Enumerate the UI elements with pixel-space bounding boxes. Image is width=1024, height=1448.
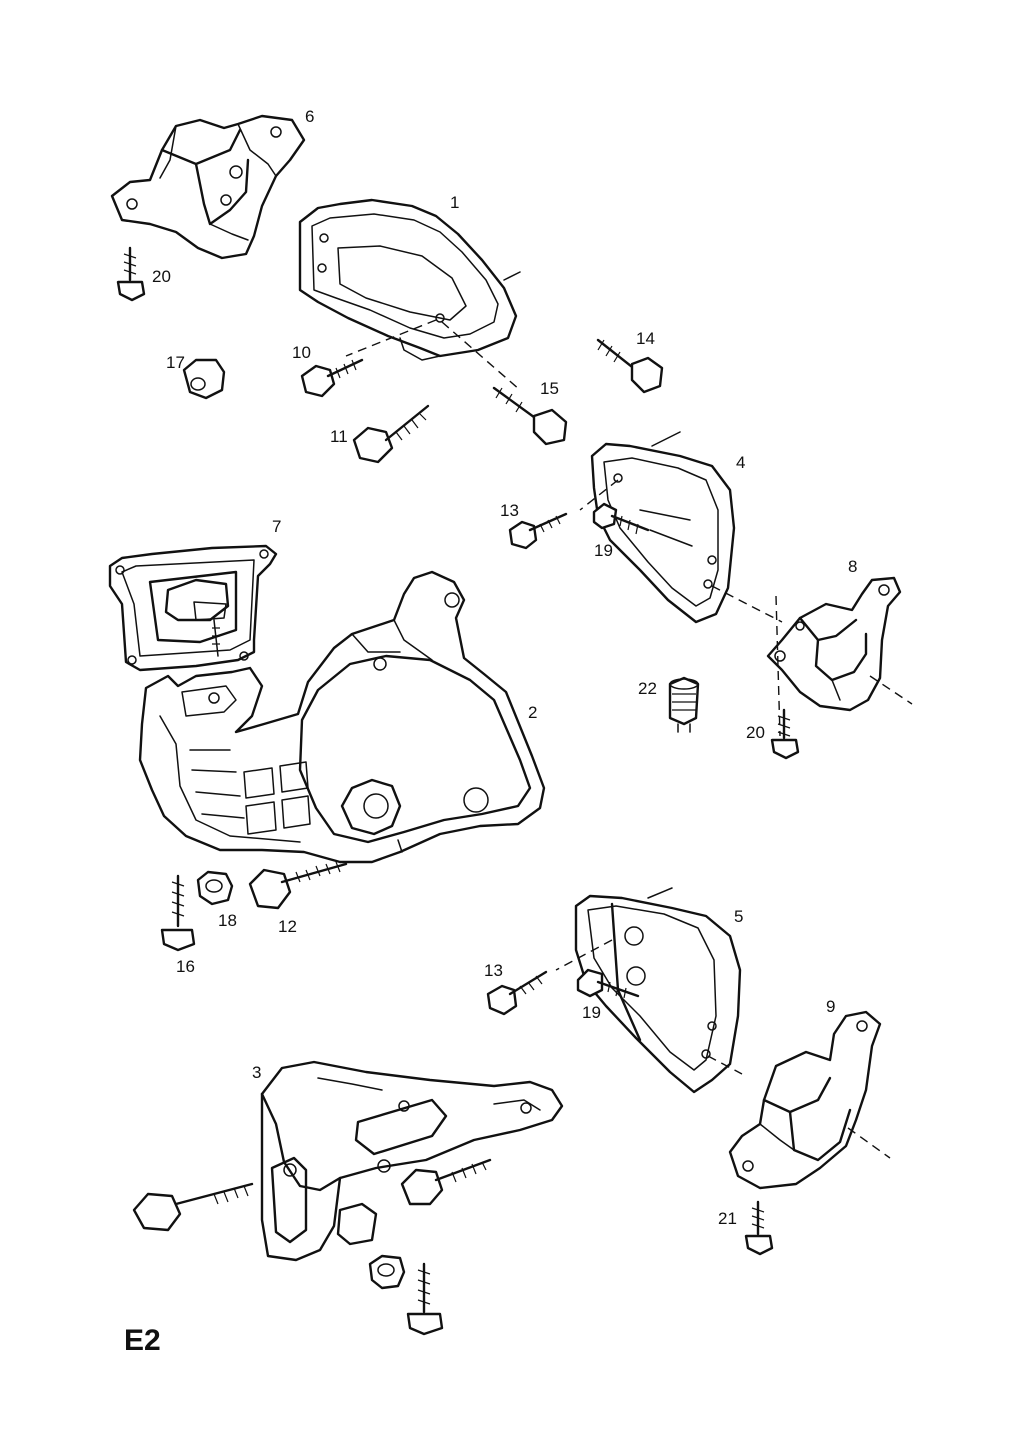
callout-18: 18 — [218, 911, 237, 930]
callout-19-lower: 19 — [582, 1003, 601, 1022]
part-4-bolt-axis-a — [579, 479, 619, 511]
callout-15: 15 — [540, 379, 559, 398]
part-13-bolt-lower[interactable] — [486, 970, 548, 1016]
part-4-side-bracket[interactable] — [590, 431, 736, 624]
callout-4: 4 — [736, 453, 745, 472]
part-3-medium-bolt[interactable] — [400, 1158, 492, 1206]
part-3-lower-bracket[interactable] — [260, 1060, 564, 1262]
part-16-bolt[interactable] — [160, 874, 196, 952]
part-8-bolt-axis — [775, 595, 781, 737]
part-2-gearbox-bracket[interactable] — [138, 570, 546, 864]
callout-20-right: 20 — [746, 723, 765, 742]
part-20-screw-upper[interactable] — [116, 246, 146, 302]
callout-7: 7 — [272, 517, 281, 536]
callout-14: 14 — [636, 329, 655, 348]
callout-22: 22 — [638, 679, 657, 698]
callout-17: 17 — [166, 353, 185, 372]
callout-19-upper: 19 — [594, 541, 613, 560]
part-19-bolt-upper[interactable] — [592, 502, 650, 535]
part-9-mount[interactable] — [728, 1010, 882, 1190]
callout-1: 1 — [450, 193, 459, 212]
callout-16: 16 — [176, 957, 195, 976]
part-1-mount-bracket[interactable] — [298, 198, 521, 361]
callout-13-lower: 13 — [484, 961, 503, 980]
callout-13-upper: 13 — [500, 501, 519, 520]
part-20-screw-right[interactable] — [770, 708, 800, 760]
part-1-bolt-axis-b — [441, 321, 521, 391]
part-2-rib-grid — [243, 761, 311, 835]
part-3-nut[interactable] — [368, 1254, 406, 1290]
part-15-bolt[interactable] — [492, 386, 568, 446]
callout-9: 9 — [826, 997, 835, 1016]
callout-20-upper: 20 — [152, 267, 171, 286]
part-4-bolt-axis-b — [711, 585, 783, 623]
part-19-bolt-lower[interactable] — [576, 968, 640, 999]
callout-11: 11 — [330, 427, 348, 446]
part-9-stud-axis — [847, 1127, 891, 1159]
part-13-bolt-upper[interactable] — [508, 512, 568, 550]
part-14-bolt[interactable] — [596, 338, 664, 394]
callout-10: 10 — [292, 343, 311, 362]
part-21-screw[interactable] — [744, 1200, 774, 1256]
callout-3: 3 — [252, 1063, 261, 1082]
part-5-bolt-axis-b — [707, 1055, 743, 1075]
part-6-engine-mount[interactable] — [110, 114, 306, 260]
part-12-bolt[interactable] — [248, 861, 348, 910]
part-3-long-bolt[interactable] — [132, 1182, 254, 1232]
part-5-bolt-axis-a — [555, 939, 613, 971]
part-22-threaded-insert[interactable] — [668, 676, 700, 733]
part-10-bolt[interactable] — [300, 358, 364, 398]
part-8-stud-axis — [869, 675, 913, 705]
callout-21: 21 — [718, 1209, 737, 1228]
callout-12: 12 — [278, 917, 297, 936]
sheet-code: E2 — [124, 1324, 161, 1357]
callout-5: 5 — [734, 907, 743, 926]
part-3-stud-bolt[interactable] — [406, 1262, 444, 1336]
part-1-bolt-axis-a — [345, 319, 437, 357]
part-7-mount-plate[interactable] — [108, 544, 278, 672]
part-8-mount[interactable] — [766, 576, 902, 712]
part-11-bolt[interactable] — [352, 404, 430, 464]
callout-2: 2 — [528, 703, 537, 722]
part-17-nut[interactable] — [182, 358, 226, 400]
callout-6: 6 — [305, 107, 314, 126]
part-18-nut[interactable] — [196, 870, 234, 906]
callout-8: 8 — [848, 557, 857, 576]
